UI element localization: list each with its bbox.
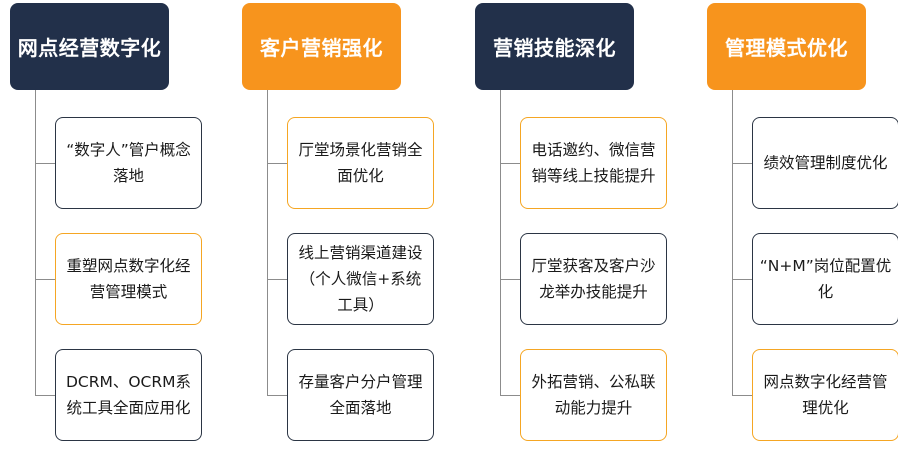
connector-vertical <box>267 90 268 395</box>
item-text: 电话邀约、微信营销等线上技能提升 <box>531 141 656 185</box>
item-text: “数字人”管户概念落地 <box>66 141 191 185</box>
item-text: 存量客户分户管理全面落地 <box>298 373 423 417</box>
connector-vertical <box>500 90 501 395</box>
column-4: 管理模式优化绩效管理制度优化 “N+M”岗位配置优化网点数字化经营管理优化 <box>707 0 898 452</box>
item-card: 线上营销渠道建设（个人微信+系统工具） <box>287 233 434 325</box>
item-card: 存量客户分户管理全面落地 <box>287 349 434 441</box>
connector-branch <box>35 163 57 164</box>
item-text: 厅堂获客及客户沙龙举办技能提升 <box>531 257 656 301</box>
item-text: 网点数字化经营管理优化 <box>763 373 888 417</box>
column-header: 网点经营数字化 <box>10 3 169 90</box>
column-2: 客户营销强化厅堂场景化营销全面优化线上营销渠道建设（个人微信+系统工具） 存量客户… <box>242 0 442 452</box>
item-text: “N+M”岗位配置优化 <box>759 257 892 301</box>
item-card: 电话邀约、微信营销等线上技能提升 <box>520 117 667 209</box>
connector-branch <box>732 279 754 280</box>
connector-branch <box>732 395 754 396</box>
item-card: 网点数字化经营管理优化 <box>752 349 898 441</box>
connector-branch <box>35 395 57 396</box>
column-header: 营销技能深化 <box>475 3 634 90</box>
connector-branch <box>500 395 522 396</box>
connector-branch <box>500 163 522 164</box>
connector-branch <box>267 395 289 396</box>
item-card: 外拓营销、公私联动能力提升 <box>520 349 667 441</box>
connector-branch <box>267 279 289 280</box>
column-1: 网点经营数字化 “数字人”管户概念落地重塑网点数字化经营管理模式 DCRM、OCRM… <box>10 0 210 452</box>
connector-vertical <box>35 90 36 395</box>
item-card: DCRM、OCRM系统工具全面应用化 <box>55 349 202 441</box>
column-3: 营销技能深化电话邀约、微信营销等线上技能提升厅堂获客及客户沙龙举办技能提升外拓营… <box>475 0 675 452</box>
item-text: DCRM、OCRM系统工具全面应用化 <box>65 373 192 417</box>
item-text: 重塑网点数字化经营管理模式 <box>66 257 191 301</box>
connector-branch <box>267 163 289 164</box>
connector-branch <box>500 279 522 280</box>
item-text: 绩效管理制度优化 <box>763 154 888 172</box>
connector-vertical <box>732 90 733 395</box>
column-header: 管理模式优化 <box>707 3 866 90</box>
item-card: 厅堂场景化营销全面优化 <box>287 117 434 209</box>
connector-branch <box>35 279 57 280</box>
item-card: “N+M”岗位配置优化 <box>752 233 898 325</box>
item-card: “数字人”管户概念落地 <box>55 117 202 209</box>
item-card: 重塑网点数字化经营管理模式 <box>55 233 202 325</box>
item-text: 线上营销渠道建设（个人微信+系统工具） <box>298 244 423 314</box>
item-card: 厅堂获客及客户沙龙举办技能提升 <box>520 233 667 325</box>
item-text: 厅堂场景化营销全面优化 <box>298 141 423 185</box>
connector-branch <box>732 163 754 164</box>
item-text: 外拓营销、公私联动能力提升 <box>531 373 656 417</box>
item-card: 绩效管理制度优化 <box>752 117 898 209</box>
column-header: 客户营销强化 <box>242 3 401 90</box>
